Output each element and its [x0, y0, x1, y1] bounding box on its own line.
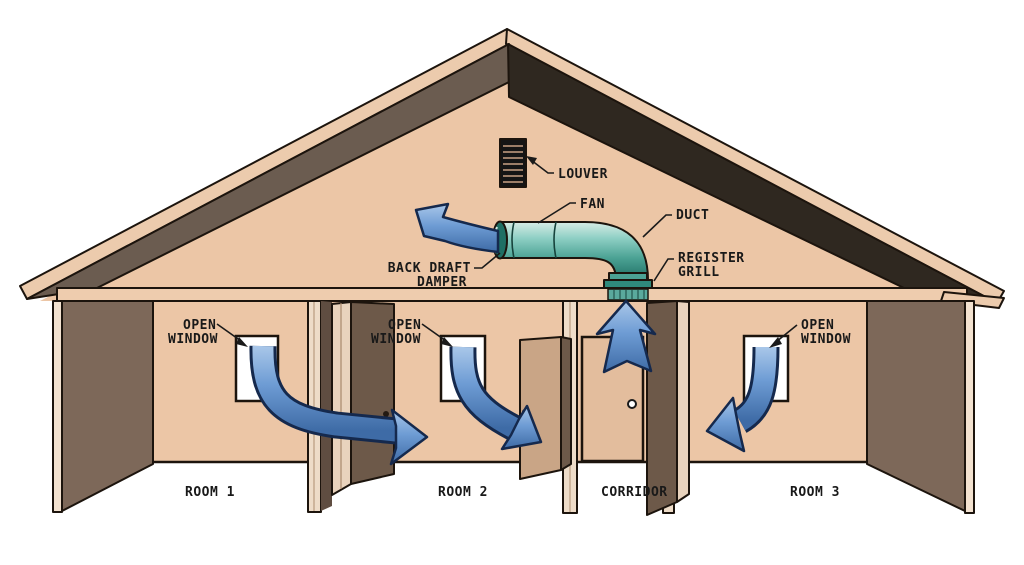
airflow-arrow-room2	[449, 346, 543, 451]
fan-label: FAN	[580, 197, 605, 212]
open-window-room2-line2: WINDOW	[371, 332, 421, 347]
louver-vent	[499, 138, 527, 188]
door-room1-knob	[383, 411, 389, 417]
airflow-arrow-room3-band	[734, 346, 777, 431]
partition-corridor-room3	[646, 300, 690, 516]
door-room3-edge	[676, 300, 690, 503]
louver-leader-line	[530, 159, 554, 174]
component-labels: FAN DUCT BACK DRAFT DAMPER REGISTER GRIL…	[388, 197, 745, 290]
room3-label: ROOM 3	[790, 485, 840, 500]
back-draft-damper-label-line2: DAMPER	[417, 275, 467, 290]
airflow-arrow-room2-head	[500, 404, 543, 451]
airflow-arrow-room1-band	[252, 345, 398, 442]
open-window-room2-arrowhead	[441, 337, 453, 347]
corridor-airflow-arrow	[595, 299, 657, 374]
left-end-wall-edge	[52, 300, 63, 513]
open-window-room1-line2: WINDOW	[168, 332, 218, 347]
corridor-door-knob	[627, 399, 637, 409]
louver-label: LOUVER	[558, 167, 608, 182]
right-end-wall-face	[866, 300, 966, 512]
fan-seam-2	[553, 221, 557, 259]
back-draft-damper-leader-line	[474, 252, 501, 269]
airflow-arrow-room3-head	[705, 396, 746, 453]
duct-leader-line	[642, 214, 672, 238]
roof	[19, 28, 1005, 304]
airflow-arrow-room1	[249, 345, 429, 466]
register-grill-label-line1: REGISTER	[678, 251, 745, 266]
open-window-room3-leader	[775, 324, 798, 343]
exhaust-airflow-arrow	[414, 202, 500, 254]
open-window-room1-arrowhead	[236, 337, 248, 347]
fan-leader-line	[537, 202, 576, 224]
airflow-arrow-room2-band	[452, 346, 519, 438]
register-grill-ticks	[613, 290, 645, 299]
open-window-labels: OPEN WINDOW OPEN WINDOW OPEN WINDOW	[168, 318, 851, 348]
right-end-wall-edge	[964, 300, 975, 514]
duct-label: DUCT	[676, 208, 709, 223]
open-window-room3-line1: OPEN	[801, 318, 834, 333]
room1-label: ROOM 1	[185, 485, 235, 500]
corridor-label: CORRIDOR	[601, 485, 668, 500]
room-labels: ROOM 1 ROOM 2 CORRIDOR ROOM 3	[185, 485, 840, 500]
room2-label: ROOM 2	[438, 485, 488, 500]
attic-louver: LOUVER	[499, 138, 608, 188]
ceiling	[56, 287, 968, 302]
open-window-room3-line2: WINDOW	[801, 332, 851, 347]
register-grill-vent	[607, 288, 649, 301]
partition-room2-corridor	[519, 300, 578, 514]
open-window-room2-line1: OPEN	[388, 318, 421, 333]
louver-leader-arrowhead	[526, 156, 537, 165]
open-window-room1-line1: OPEN	[183, 318, 216, 333]
back-draft-damper-label-line1: BACK DRAFT	[388, 261, 471, 276]
open-window-room1-leader	[216, 323, 242, 342]
airflow-arrow-room3	[705, 346, 780, 453]
left-end-wall	[52, 300, 154, 513]
open-window-room2-leader	[421, 323, 447, 342]
right-end-wall	[866, 300, 975, 514]
door-room2-edge	[560, 336, 572, 471]
duct-flange-lip	[603, 279, 653, 289]
louver-slats	[503, 145, 523, 183]
fan-seam-1	[511, 221, 515, 259]
airflow-arrow-room1-head	[389, 408, 429, 466]
left-end-wall-face	[61, 300, 154, 512]
register-grill-leader-line	[653, 258, 674, 282]
register-grill-label-line2: GRILL	[678, 265, 720, 280]
open-window-room3-arrowhead	[769, 337, 782, 348]
partition-1-face	[321, 301, 332, 511]
